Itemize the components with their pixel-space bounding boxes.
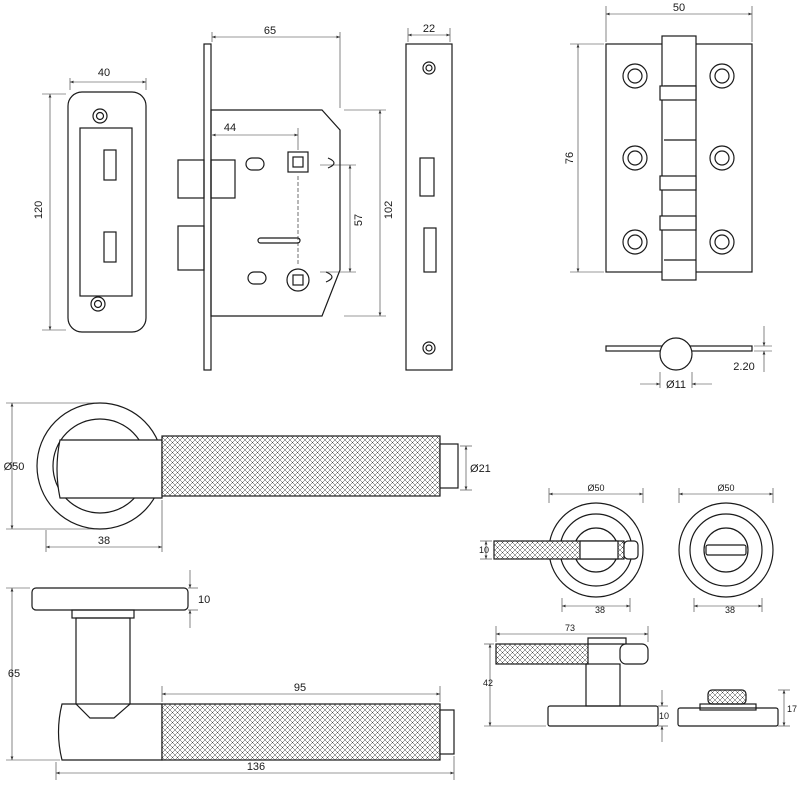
lever-front-view: Ø50 Ø21 38 (4, 402, 491, 552)
strike-height-label: 120 (33, 201, 45, 219)
small-lever-length-label: 73 (565, 623, 575, 633)
wc-turn-rose-view: Ø50 38 (678, 483, 774, 615)
strike-width-label: 40 (98, 67, 110, 79)
latch-forend: 22 (405, 23, 453, 371)
latch-centres-label: 57 (353, 214, 365, 226)
knuckle-diameter-label: Ø11 (666, 379, 686, 391)
rose-to-lever-label: 38 (98, 535, 110, 547)
diameter-symbol: Ø (4, 461, 13, 473)
diameter-symbol: Ø (587, 483, 594, 493)
small-offset-b-label: 38 (725, 605, 735, 615)
lever-diameter-label: Ø21 (470, 463, 491, 475)
hinge-width-label: 50 (673, 2, 685, 14)
small-lever-side-view: 73 42 10 (483, 623, 669, 742)
tubular-latch: 65 44 57 102 (177, 25, 395, 371)
butt-hinge: 50 76 (564, 2, 753, 281)
latch-depth-label: 65 (264, 25, 276, 37)
small-offset-a-label: 38 (595, 605, 605, 615)
hinge-end-view: Ø11 2.20 (605, 326, 772, 391)
small-rose-b-diameter-value: 50 (725, 483, 735, 493)
small-projection-label: 42 (483, 678, 493, 688)
lever-side-view: 10 65 95 136 (6, 570, 455, 780)
leaf-thickness-label: 2.20 (733, 361, 754, 373)
wc-turn-side-view: 17 (677, 689, 797, 727)
strike-plate: 40 120 (33, 67, 147, 333)
knuckle-diameter-value: 11 (675, 379, 686, 391)
small-lever-diameter-label: 10 (479, 545, 489, 555)
lever-length-label: 136 (247, 761, 265, 773)
diameter-symbol: Ø (470, 463, 479, 475)
rose-thickness-label: 10 (198, 594, 210, 606)
small-rose-b-diameter-label: Ø50 (717, 483, 734, 493)
turn-height-label: 17 (787, 704, 797, 714)
latch-backset-label: 44 (224, 122, 236, 134)
forend-width-label: 22 (423, 23, 435, 35)
small-rose-a-diameter-label: Ø50 (587, 483, 604, 493)
diameter-symbol: Ø (717, 483, 724, 493)
grip-length-label: 95 (294, 682, 306, 694)
lever-diameter-value: 21 (479, 463, 491, 475)
hinge-height-label: 76 (564, 152, 576, 164)
small-rose-a-diameter-value: 50 (595, 483, 605, 493)
rose-diameter-value: 50 (12, 461, 24, 473)
rose-diameter-label: Ø50 (4, 461, 25, 473)
diameter-symbol: Ø (666, 379, 675, 391)
rose-lever-small-view: Ø50 10 38 (479, 483, 644, 615)
projection-label: 65 (8, 668, 20, 680)
small-rose-thickness-label: 10 (659, 711, 669, 721)
latch-height-label: 102 (383, 201, 395, 219)
